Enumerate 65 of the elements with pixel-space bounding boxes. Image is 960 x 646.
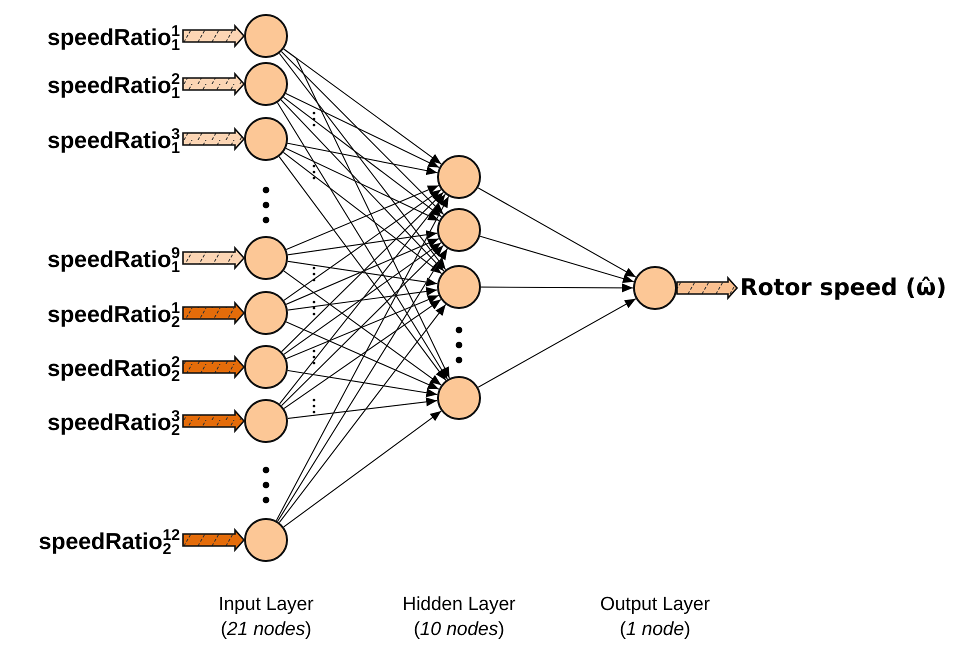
neuron-circle <box>244 14 288 58</box>
neuron-circle <box>244 117 288 161</box>
block-arrow <box>182 72 246 96</box>
neuron-circle <box>437 208 481 252</box>
layer-caption: Input Layer <box>218 593 314 617</box>
arrow <box>279 194 446 404</box>
arrow <box>286 294 439 360</box>
arrow <box>283 96 442 218</box>
block-arrow <box>182 126 246 152</box>
layer-caption: (21 nodes) <box>220 618 312 642</box>
neuron-circle <box>437 376 481 420</box>
block-arrow <box>676 276 738 300</box>
block-arrow <box>182 354 246 380</box>
arrow <box>284 189 442 301</box>
layer-caption: Output Layer <box>600 593 710 617</box>
arrow <box>283 410 442 528</box>
arrow <box>278 156 446 381</box>
neuron-circle <box>244 236 288 280</box>
arrow <box>286 148 440 222</box>
block-arrow <box>182 408 246 434</box>
arrow <box>288 230 438 256</box>
neuron-circle <box>437 265 481 309</box>
layer-caption: (1 node) <box>620 618 690 642</box>
arrow <box>478 298 636 388</box>
arrow <box>286 93 440 168</box>
arrow <box>286 238 439 305</box>
neuron-circle <box>244 62 288 106</box>
arrow <box>481 283 633 292</box>
arrow <box>276 196 450 521</box>
arrow <box>280 100 444 272</box>
arrow <box>284 299 442 409</box>
arrow <box>278 304 446 523</box>
arrow <box>478 187 636 278</box>
arrow <box>284 242 442 355</box>
arrow <box>277 248 448 522</box>
neuron-circle <box>244 399 288 443</box>
output-label: Rotor speed (ω̂) <box>740 273 946 303</box>
layer-caption: Hidden Layer <box>402 593 516 617</box>
arrow <box>480 236 634 283</box>
arrow <box>281 192 444 352</box>
arrow <box>283 270 442 386</box>
block-arrow <box>182 24 246 48</box>
arrow <box>283 48 450 378</box>
neuron-circle <box>633 266 677 310</box>
arrow <box>283 48 442 164</box>
arrow <box>288 397 438 419</box>
arrow <box>288 260 438 287</box>
arrow <box>283 152 442 274</box>
arrow <box>288 370 438 398</box>
neuron-circle <box>437 155 481 199</box>
arrow <box>277 102 448 380</box>
neuron-circle <box>244 345 288 389</box>
block-arrow <box>182 528 246 552</box>
block-arrow <box>182 246 246 270</box>
block-arrow <box>182 300 246 326</box>
arrow <box>288 286 438 311</box>
arrow <box>281 245 444 406</box>
neuron-circle <box>244 291 288 335</box>
layer-caption: (10 nodes) <box>414 618 504 642</box>
arrow <box>278 53 446 270</box>
arrow <box>286 185 439 250</box>
neuron-circle <box>244 518 288 562</box>
arrow <box>287 142 438 176</box>
arrow <box>281 51 444 215</box>
arrow <box>286 321 440 390</box>
